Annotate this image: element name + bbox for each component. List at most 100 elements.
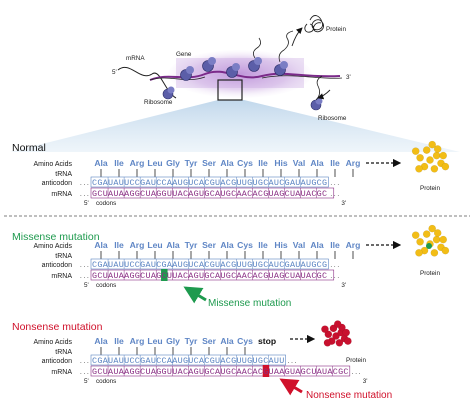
five-prime-top: 5' <box>112 69 117 76</box>
five-prime-label: 5' <box>84 200 89 207</box>
amino-acid-label: Ile <box>114 158 124 168</box>
anticodon-box <box>90 176 329 188</box>
anticodon-sequence: CGAUAUUCCGAUCCAAUGUCACGUACGUUGUGCAUCGAUA… <box>92 178 327 188</box>
amino-acid-label: Ile <box>114 240 124 250</box>
amino-acid-label: Arg <box>130 158 145 168</box>
leading-dots: . . . <box>80 369 89 376</box>
mrna-sequence: GCUAUAAGGCUAGCUUACAGUGCAUGCAACACGUAGCUAU… <box>92 271 327 281</box>
mrna-box <box>90 187 335 199</box>
mrna-sequence: GCUAUAAGGCUAGGUUACAGUGCAUGCAACACGUAAGUAG… <box>92 367 349 377</box>
nonsense-title: Nonsense mutation <box>12 321 103 333</box>
ribosome-label-right: Ribosome <box>318 115 347 122</box>
amino-acid-label: His <box>274 240 288 250</box>
trna-row-label: tRNA <box>55 349 72 356</box>
mutation-marker <box>262 365 270 377</box>
mrna-sequence: GCUAUAAGGCUAGGUUACAGUGCAUGCAACACGUAGCUAU… <box>92 189 327 199</box>
three-prime-label: 3' <box>363 378 368 385</box>
amino-acid-label: Ser <box>202 240 217 250</box>
codons-label: codons <box>96 378 116 385</box>
five-prime-label: 5' <box>84 378 89 385</box>
missense-section: Missense mutation Amino Acids tRNA anticod… <box>12 231 360 289</box>
nonsense-protein-icon <box>321 320 352 347</box>
gene-illustration: mRNA Gene Ribosome Ribosome Protein 5' 3… <box>10 15 460 152</box>
amino-acid-label: Arg <box>346 158 361 168</box>
amino-acid-label: Gly <box>166 158 180 168</box>
amino-acid-label: Ala <box>94 240 108 250</box>
trailing-dots: . . . <box>330 262 339 269</box>
missense-title: Missense mutation <box>12 231 100 243</box>
normal-section: Normal Amino AcidstRNAanticodonmRNA5'cod… <box>12 142 360 207</box>
amino-acid-label: Ala <box>166 240 180 250</box>
amino-acid-label: Leu <box>147 240 162 250</box>
amino-acid-label: Tyr <box>185 336 198 346</box>
anticodon-box <box>90 258 329 270</box>
leading-dots: . . . <box>80 180 89 187</box>
zoom-beam <box>10 100 460 152</box>
missense-residue-mark <box>426 243 432 249</box>
trailing-dots: . . . <box>330 180 339 187</box>
amino-acid-label: Ile <box>114 336 124 346</box>
mrna-row-label: mRNA <box>51 273 72 280</box>
trailing-dots: . . . <box>330 273 339 280</box>
stop-label: stop <box>258 336 276 346</box>
ribosome-label: Ribosome <box>144 99 173 106</box>
mrna-row-label: mRNA <box>51 369 72 376</box>
trailing-dots: . . . <box>352 369 361 376</box>
nonsense-callout-label: Nonsense mutation <box>306 390 392 401</box>
normal-protein-icon <box>411 140 450 173</box>
three-prime-label: 3' <box>341 282 346 289</box>
amino-acids-row-label: Amino Acids <box>33 243 72 250</box>
amino-acid-label: Arg <box>346 240 361 250</box>
codons-label: codons <box>96 282 116 289</box>
amino-acid-label: Tyr <box>185 158 198 168</box>
amino-acid-label: Cys <box>237 240 253 250</box>
amino-acid-label: Ile <box>330 158 340 168</box>
amino-acids-row-label: Amino Acids <box>33 339 72 346</box>
three-prime-top: 3' <box>346 74 351 81</box>
trna-row-label: tRNA <box>55 253 72 260</box>
missense-callout-label: Missense mutation <box>208 298 291 309</box>
anticodon-row-label: anticodon <box>42 180 72 187</box>
missense-protein-label: Protein <box>420 270 440 277</box>
missense-callout-arrow <box>183 286 207 304</box>
leading-dots: . . . <box>80 262 89 269</box>
amino-acid-label: His <box>274 158 288 168</box>
protein-label-top: Protein <box>326 26 346 33</box>
nonsense-callout-arrow <box>279 378 303 396</box>
codons-label: codons <box>96 200 116 207</box>
amino-acid-label: Ala <box>310 240 324 250</box>
ribosome-icon <box>162 57 323 111</box>
leading-dots: . . . <box>80 358 89 365</box>
amino-acid-label: Ile <box>330 240 340 250</box>
amino-acid-label: Val <box>293 240 305 250</box>
normal-title: Normal <box>12 142 46 154</box>
leading-dots: . . . <box>80 273 89 280</box>
amino-acid-label: Leu <box>147 158 162 168</box>
amino-acid-label: Ile <box>258 240 268 250</box>
amino-acid-label: Tyr <box>185 240 198 250</box>
amino-acid-label: Arg <box>130 240 145 250</box>
amino-acid-label: Gly <box>166 336 180 346</box>
amino-acid-label: Ile <box>258 158 268 168</box>
five-prime-label: 5' <box>84 282 89 289</box>
trailing-dots: . . . <box>288 358 297 365</box>
amino-acid-label: Ala <box>94 158 108 168</box>
mrna-box <box>90 269 335 281</box>
amino-acid-label: Ala <box>220 336 234 346</box>
amino-acid-label: Leu <box>147 336 162 346</box>
amino-acid-label: Ala <box>310 158 324 168</box>
zoom-box <box>217 79 243 101</box>
missense-protein-icon <box>411 224 450 257</box>
amino-acid-label: Ala <box>220 158 234 168</box>
normal-protein-label: Protein <box>420 185 440 192</box>
gene-label: Gene <box>176 51 192 58</box>
amino-acid-label: Arg <box>130 336 145 346</box>
nonsense-section: Nonsense mutation Amino AcidstRNAanticod… <box>12 321 368 385</box>
three-prime-label: 3' <box>341 200 346 207</box>
amino-acid-label: Ser <box>202 158 217 168</box>
amino-acid-label: Val <box>293 158 305 168</box>
mrna-row-label: mRNA <box>51 191 72 198</box>
anticodon-row-label: anticodon <box>42 262 72 269</box>
leading-dots: . . . <box>80 191 89 198</box>
